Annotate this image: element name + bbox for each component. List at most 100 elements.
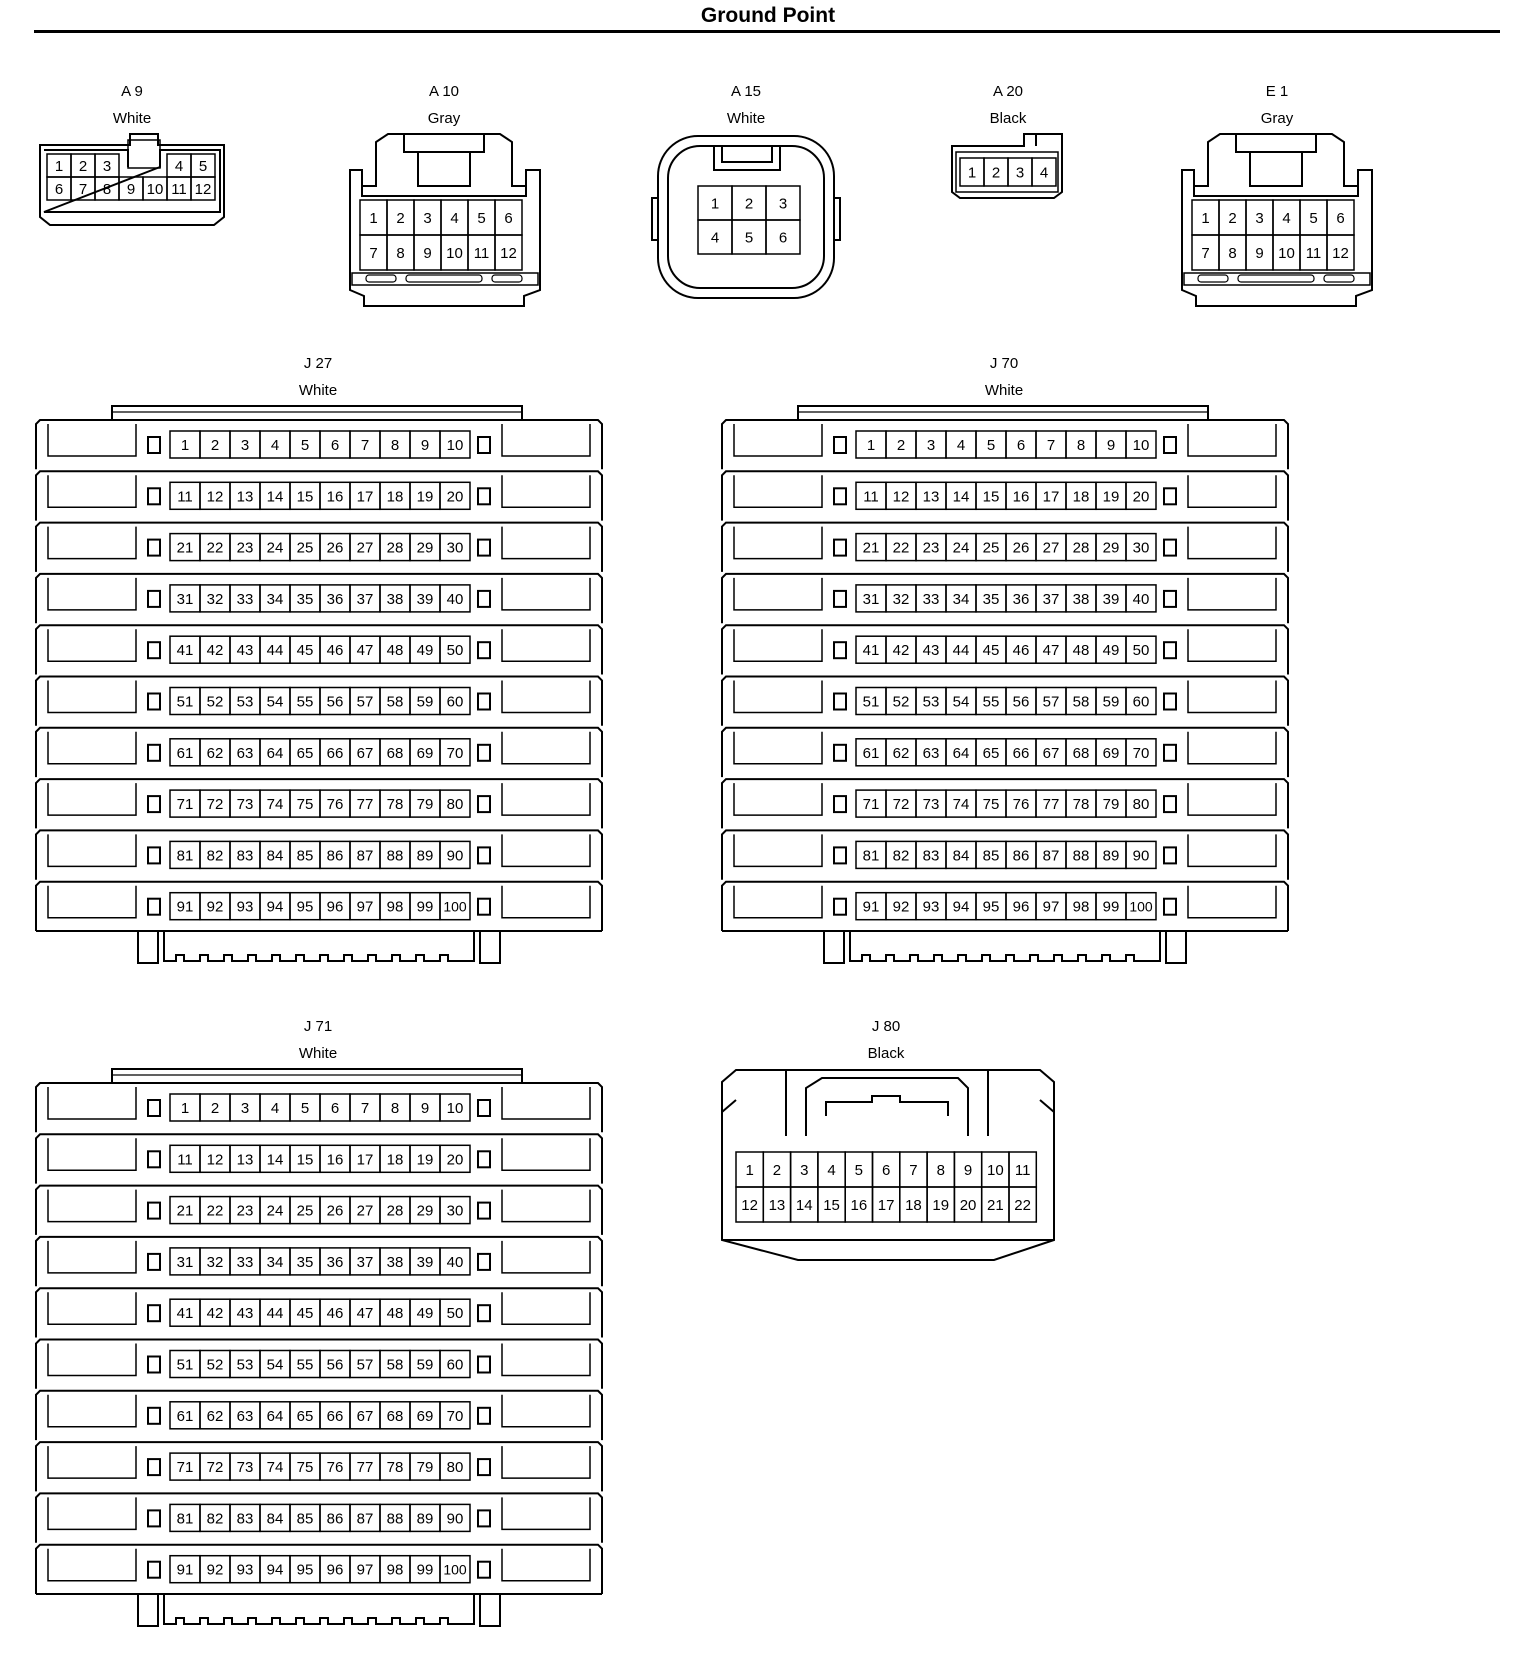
pin-18: 18 — [899, 1186, 928, 1223]
pin-38: 38 — [379, 584, 411, 613]
pin-label: 91 — [177, 1562, 194, 1579]
pin-label: 70 — [1133, 745, 1150, 762]
connector-j80-id: J 80 — [872, 1018, 900, 1035]
pin-10: 10 — [439, 1093, 471, 1122]
pin-label: 56 — [327, 1357, 344, 1374]
pin-1: 1 — [855, 430, 887, 459]
pin-label: 14 — [953, 488, 970, 505]
pin-label: 89 — [417, 847, 434, 864]
pin-label: 52 — [207, 694, 224, 711]
pin-label: 6 — [504, 210, 512, 227]
pin-20: 20 — [953, 1186, 983, 1223]
pin-4: 4 — [166, 153, 192, 178]
pin-5: 5 — [289, 430, 321, 459]
pin-label: 2 — [1228, 210, 1236, 227]
pin-41: 41 — [855, 635, 887, 664]
pin-label: 19 — [1103, 488, 1120, 505]
pin-label: 19 — [417, 1151, 434, 1168]
pin-label: 58 — [387, 1357, 404, 1374]
pin-label: 2 — [211, 437, 219, 454]
pin-20: 20 — [439, 1144, 471, 1174]
pin-label: 84 — [267, 847, 284, 864]
pin-5: 5 — [844, 1151, 874, 1188]
connector-a9-body — [39, 133, 225, 226]
pin-3: 3 — [94, 153, 120, 178]
pin-label: 21 — [987, 1197, 1004, 1214]
pin-label: 9 — [127, 181, 135, 198]
pin-label: 23 — [237, 1203, 254, 1220]
pin-label: 75 — [297, 1459, 314, 1476]
pin-label: 63 — [237, 1408, 254, 1425]
pin-label: 12 — [893, 488, 910, 505]
pin-9: 9 — [409, 430, 441, 459]
pin-label: 22 — [1014, 1197, 1031, 1214]
pin-16: 16 — [319, 1144, 351, 1174]
pin-36: 36 — [319, 584, 351, 613]
connector-j70-id: J 70 — [990, 355, 1018, 372]
pin-label: 43 — [923, 642, 940, 659]
pin-57: 57 — [349, 1349, 381, 1379]
pin-label: 7 — [361, 437, 369, 454]
connector-j80-body — [721, 1069, 1055, 1261]
pin-label: 71 — [177, 1459, 194, 1476]
pin-label: 56 — [327, 694, 344, 711]
pin-label: 96 — [327, 1562, 344, 1579]
connector-a20-body — [951, 133, 1063, 199]
pin-35: 35 — [289, 584, 321, 613]
pin-4: 4 — [1031, 157, 1057, 187]
pin-label: 75 — [297, 796, 314, 813]
pin-label: 73 — [923, 796, 940, 813]
pin-label: 5 — [745, 230, 753, 247]
pin-29: 29 — [409, 1195, 441, 1225]
pin-label: 32 — [207, 1254, 224, 1271]
pin-label: 8 — [1077, 437, 1085, 454]
pin-label: 11 — [171, 181, 187, 198]
pin-29: 29 — [1095, 532, 1127, 562]
pin-label: 24 — [953, 540, 970, 557]
pin-label: 96 — [327, 899, 344, 916]
pin-91: 91 — [169, 1554, 201, 1584]
pin-100: 100 — [439, 891, 471, 921]
pin-label: 91 — [863, 899, 880, 916]
pin-label: 13 — [769, 1197, 786, 1214]
pin-label: 52 — [893, 694, 910, 711]
pin-label: 50 — [447, 1305, 464, 1322]
pin-label: 41 — [863, 642, 880, 659]
pin-96: 96 — [1005, 891, 1037, 921]
pin-58: 58 — [379, 686, 411, 716]
pin-43: 43 — [915, 635, 947, 664]
pin-41: 41 — [169, 635, 201, 664]
pin-22: 22 — [199, 1195, 231, 1225]
pin-47: 47 — [349, 635, 381, 664]
pin-49: 49 — [409, 1298, 441, 1327]
pin-label: 60 — [447, 694, 464, 711]
pin-2: 2 — [199, 430, 231, 459]
pin-label: 62 — [207, 1408, 224, 1425]
pin-label: 83 — [237, 847, 254, 864]
pin-15: 15 — [289, 1144, 321, 1174]
pin-label: 93 — [237, 899, 254, 916]
pin-label: 85 — [297, 847, 314, 864]
pin-label: 79 — [417, 796, 434, 813]
pin-label: 65 — [297, 1408, 314, 1425]
pin-label: 63 — [237, 745, 254, 762]
pin-46: 46 — [319, 1298, 351, 1327]
pin-label: 30 — [447, 540, 464, 557]
pin-6: 6 — [1005, 430, 1037, 459]
pin-label: 35 — [983, 591, 1000, 608]
pin-24: 24 — [259, 532, 291, 562]
pin-5: 5 — [975, 430, 1007, 459]
pin-label: 49 — [417, 642, 434, 659]
pin-label: 62 — [893, 745, 910, 762]
pin-71: 71 — [169, 1452, 201, 1481]
pin-label: 98 — [387, 899, 404, 916]
pin-label: 92 — [893, 899, 910, 916]
pin-99: 99 — [409, 1554, 441, 1584]
pin-label: 89 — [1103, 847, 1120, 864]
pin-label: 27 — [357, 540, 374, 557]
